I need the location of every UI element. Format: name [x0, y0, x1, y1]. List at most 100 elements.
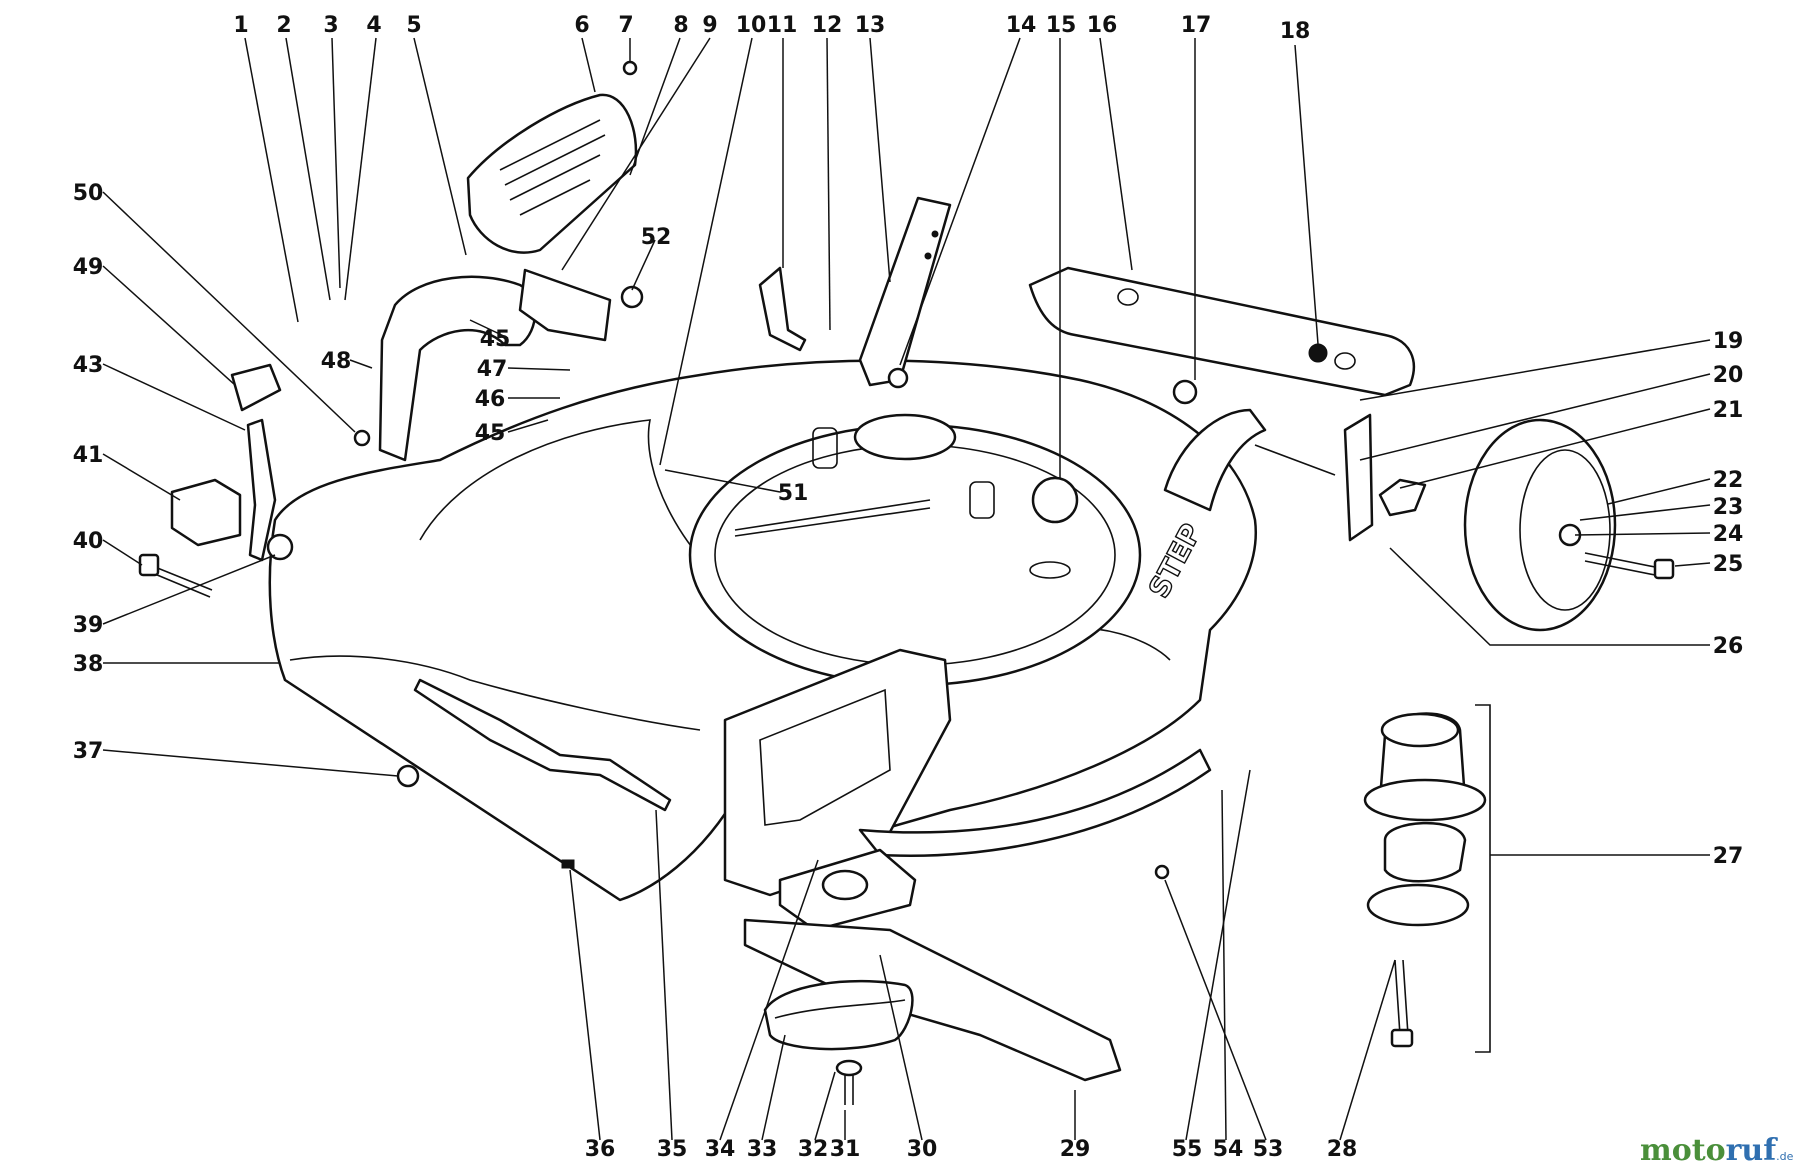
callout-55: 55: [1172, 1137, 1203, 1162]
leader-lines: [102, 37, 1711, 1141]
callout-43: 43: [73, 353, 104, 378]
callout-39: 39: [73, 613, 104, 638]
callout-31: 31: [830, 1137, 861, 1162]
chute-cover: [466, 93, 638, 254]
wheel-bracket: [1343, 413, 1374, 542]
callout-11: 11: [767, 13, 798, 38]
blade-bolt: [844, 1075, 854, 1105]
nut-37: [396, 764, 420, 788]
left-wheel-washer: [266, 533, 294, 561]
callout-46: 46: [475, 387, 506, 412]
callout-19: 19: [1713, 329, 1744, 354]
bracket-bolt: [887, 367, 909, 389]
hinge-plug-18: [1308, 343, 1328, 363]
callout-9: 9: [702, 13, 717, 38]
chute-cover-lines: [499, 119, 606, 216]
deck-slot: [734, 499, 931, 537]
callout-24: 24: [1713, 522, 1744, 547]
fuel-cap-15: [1031, 476, 1079, 524]
rear-wheel: [1463, 418, 1617, 632]
rear-hinge-plate: [1028, 266, 1416, 397]
callout-5: 5: [406, 13, 421, 38]
callout-23: 23: [1713, 495, 1744, 520]
callout-3: 3: [323, 13, 338, 38]
callout-38: 38: [73, 652, 104, 677]
axle-bolt-25: [1584, 552, 1661, 577]
front-frame-inner: [759, 688, 891, 826]
callout-27: 27: [1713, 844, 1744, 869]
bolt-40-head: [138, 553, 160, 577]
motor-ring-outer: [688, 423, 1142, 687]
callout-13: 13: [855, 13, 886, 38]
callout-54: 54: [1213, 1137, 1244, 1162]
motor-post-left: [812, 427, 838, 469]
adapter-hub: [821, 869, 869, 901]
motor-collar: [853, 413, 957, 461]
callout-26: 26: [1713, 634, 1744, 659]
engine-mount-bracket: [1475, 704, 1491, 1053]
engine-mount-mid: [1383, 821, 1467, 883]
left-bracket-41: [170, 478, 242, 547]
deck-rim: [858, 748, 1212, 857]
blade-bolt-washer: [835, 1059, 863, 1077]
engine-mount-flange: [1363, 778, 1487, 822]
watermark: motoruf.de: [1640, 1133, 1794, 1168]
deflector-mount: [518, 268, 612, 342]
callout-37: 37: [73, 739, 104, 764]
callout-6: 6: [574, 13, 589, 38]
clip-36: [561, 859, 575, 869]
callout-53: 53: [1253, 1137, 1284, 1162]
discharge-chute: [378, 275, 537, 462]
left-handle-bracket: [758, 266, 807, 352]
callout-16: 16: [1087, 13, 1118, 38]
hinge-bushing: [1334, 352, 1356, 370]
callout-8: 8: [673, 13, 688, 38]
callout-10: 10: [736, 13, 767, 38]
bracket-hole-1: [931, 230, 939, 238]
callout-41: 41: [73, 443, 104, 468]
engine-mount-cap: [1380, 712, 1460, 748]
callout-45b: 45: [475, 421, 506, 446]
handle-bracket: [858, 196, 952, 387]
engine-mount-base: [1366, 883, 1470, 927]
callout-45a: 45: [480, 327, 511, 352]
callout-25: 25: [1713, 552, 1744, 577]
callout-22: 22: [1713, 468, 1744, 493]
mower-drawing: STEP: [138, 60, 1675, 1105]
screw-55: [1154, 864, 1170, 880]
callout-52: 52: [641, 225, 672, 250]
callout-2: 2: [276, 13, 291, 38]
callout-18: 18: [1280, 19, 1311, 44]
callout-40: 40: [73, 529, 104, 554]
callout-30: 30: [907, 1137, 938, 1162]
callout-35: 35: [657, 1137, 688, 1162]
height-adjuster: [1163, 408, 1267, 512]
callout-7: 7: [618, 13, 633, 38]
hinge-bushing-2: [1117, 288, 1139, 306]
screw-17: [1172, 379, 1198, 405]
callout-numbers: 1 2 3 4 5 6 7 8 9 10 11 12 13 14 15 16 1…: [73, 13, 1744, 1162]
screw-7: [622, 60, 638, 76]
wheel-hub: [1519, 449, 1611, 611]
callout-29: 29: [1060, 1137, 1091, 1162]
callout-47: 47: [477, 357, 508, 382]
callout-15: 15: [1046, 13, 1077, 38]
bowl-rim: [774, 999, 906, 1019]
callout-50: 50: [73, 181, 104, 206]
wheel-arm: [1378, 478, 1427, 517]
bracket-hole-2: [924, 252, 932, 260]
baffle-35: [413, 678, 672, 812]
callout-32: 32: [798, 1137, 829, 1162]
front-frame: [723, 648, 952, 897]
callout-28: 28: [1327, 1137, 1358, 1162]
screw-50: [353, 429, 371, 447]
washer-52: [620, 285, 644, 309]
axle-bolt-head: [1653, 558, 1675, 580]
left-lever-cap: [230, 363, 282, 412]
callout-36: 36: [585, 1137, 616, 1162]
callout-33: 33: [747, 1137, 778, 1162]
callout-49: 49: [73, 255, 104, 280]
motor-post-right: [969, 481, 995, 519]
callout-20: 20: [1713, 363, 1744, 388]
